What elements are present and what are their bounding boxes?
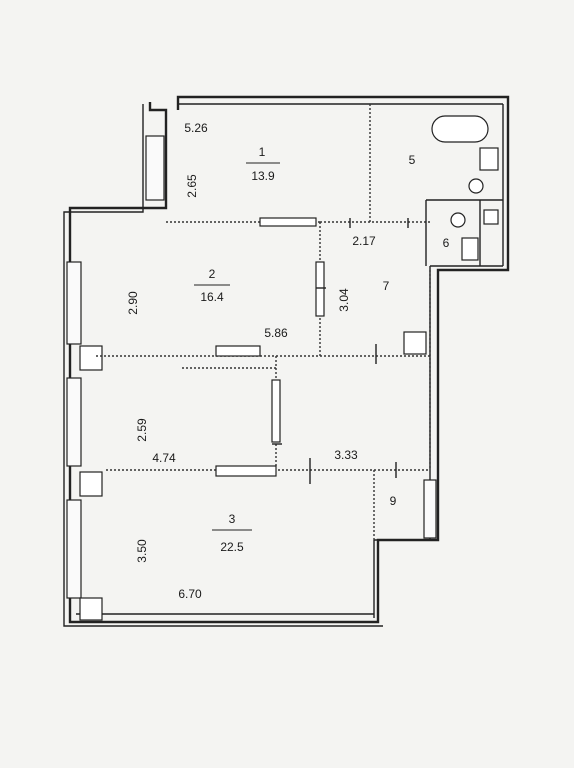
sink-icon [479,147,499,171]
columns [79,331,427,621]
interior-partitions [96,104,503,540]
column-3 [79,597,103,621]
window-room3 [66,499,82,599]
dim-room2-width: 5.86 [264,326,288,340]
door-room2 [315,261,325,317]
window-kitchen [66,377,82,467]
column-1 [79,345,103,371]
bathtub-icon [431,115,489,143]
outer-walls [63,95,510,627]
dim-room3-width: 6.70 [178,587,202,601]
sanitary-fixtures [431,115,499,261]
room-labels: 1 13.9 2 16.4 3 22.5 5 6 7 9 [194,145,450,554]
door-room3 [215,465,277,477]
dim-room1-depth: 2.65 [185,174,199,198]
dim-room2-depth: 2.90 [126,291,140,315]
room1-area: 13.9 [251,169,275,183]
sink-icon-2 [483,209,499,225]
room9-number: 9 [390,494,397,508]
room6-number: 6 [443,236,450,250]
window-room1 [145,135,165,201]
dim-room3-depth: 3.50 [135,539,149,563]
window-loggia [423,479,437,539]
dimension-labels: 5.26 2.65 2.90 5.86 2.17 3.04 2.59 4.74 … [126,121,376,601]
column-4 [403,331,427,355]
toilet-icon-2 [450,212,466,228]
toilet-icon [468,178,484,194]
shower-icon [461,237,479,261]
door-room1 [259,217,317,227]
room7-number: 7 [383,279,390,293]
dim-kitchen-depth: 2.59 [135,418,149,442]
column-2 [79,471,103,497]
dim-corridor-width: 3.33 [334,448,358,462]
dim-room1-width: 5.26 [184,121,208,135]
dim-hall-depth: 3.04 [337,288,351,312]
room2-area: 16.4 [200,290,224,304]
room2-number: 2 [209,267,216,281]
door-kitchen [271,379,281,443]
dim-hall-width: 2.17 [352,234,376,248]
room3-number: 3 [229,512,236,526]
door-hall [215,345,261,357]
room1-number: 1 [259,145,266,159]
dim-kitchen-width: 4.74 [152,451,176,465]
windows [66,135,437,599]
window-room2 [66,261,82,345]
room3-area: 22.5 [220,540,244,554]
room5-number: 5 [409,153,416,167]
